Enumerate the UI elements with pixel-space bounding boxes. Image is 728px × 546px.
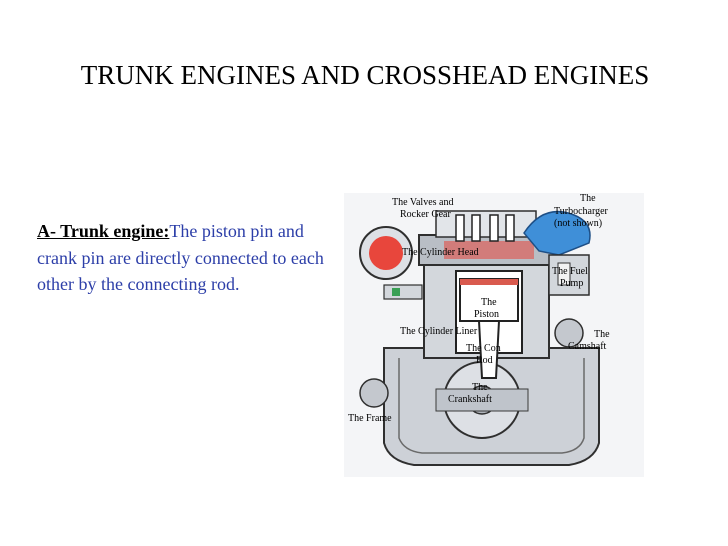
valve-4: [505, 214, 515, 242]
label-cylinder-head: The Cylinder Head: [402, 247, 479, 258]
label-frame: The Frame: [348, 413, 392, 424]
rocker-cover: [435, 210, 537, 238]
label-fuel-pump-1: The Fuel: [552, 266, 588, 277]
intake-red: [369, 236, 403, 270]
label-valves-2: Rocker Gear: [400, 209, 451, 220]
fuel-pump-body: [557, 262, 571, 286]
crank-web: [435, 388, 529, 412]
frame-inner-line: [398, 358, 585, 454]
connecting-rod: [477, 320, 501, 379]
left-pipe-green: [392, 288, 400, 296]
label-turbo-2: Turbocharger: [554, 206, 609, 217]
label-valves-1: The Valves and: [392, 197, 453, 208]
left-pipe: [383, 284, 423, 300]
body-lead: A- Trunk engine:: [37, 221, 170, 241]
label-camshaft-1: The: [594, 329, 610, 340]
piston-crown: [460, 279, 518, 285]
label-piston-1: The: [481, 297, 497, 308]
cylinder-head-red: [444, 241, 534, 259]
label-camshaft-2: Camshaft: [568, 341, 607, 352]
label-con-rod-2: Rod: [476, 355, 493, 366]
body-text: The piston pin and crank pin are directl…: [37, 221, 324, 294]
engine-diagram: The Valves and Rocker Gear The Turbochar…: [344, 193, 644, 477]
valve-3: [489, 214, 499, 242]
label-piston-2: Piston: [474, 309, 499, 320]
valve-1: [455, 214, 465, 242]
slide-title: TRUNK ENGINES AND CROSSHEAD ENGINES: [80, 60, 650, 90]
label-crankshaft-1: The: [472, 382, 488, 393]
camshaft: [554, 318, 584, 348]
body-paragraph: A- Trunk engine:The piston pin and crank…: [37, 218, 337, 298]
label-fuel-pump-2: Pump: [560, 278, 583, 289]
label-crankshaft-2: Crankshaft: [448, 394, 492, 405]
turbocharger: [523, 210, 591, 256]
label-cylinder-liner: The Cylinder Liner: [400, 326, 478, 337]
valve-2: [471, 214, 481, 242]
front-pulley: [359, 378, 389, 408]
label-turbo-1: The: [580, 193, 596, 204]
label-con-rod-1: The Con: [466, 343, 501, 354]
label-turbo-3: (not shown): [554, 218, 602, 229]
engine-illustration: The Valves and Rocker Gear The Turbochar…: [344, 193, 644, 477]
